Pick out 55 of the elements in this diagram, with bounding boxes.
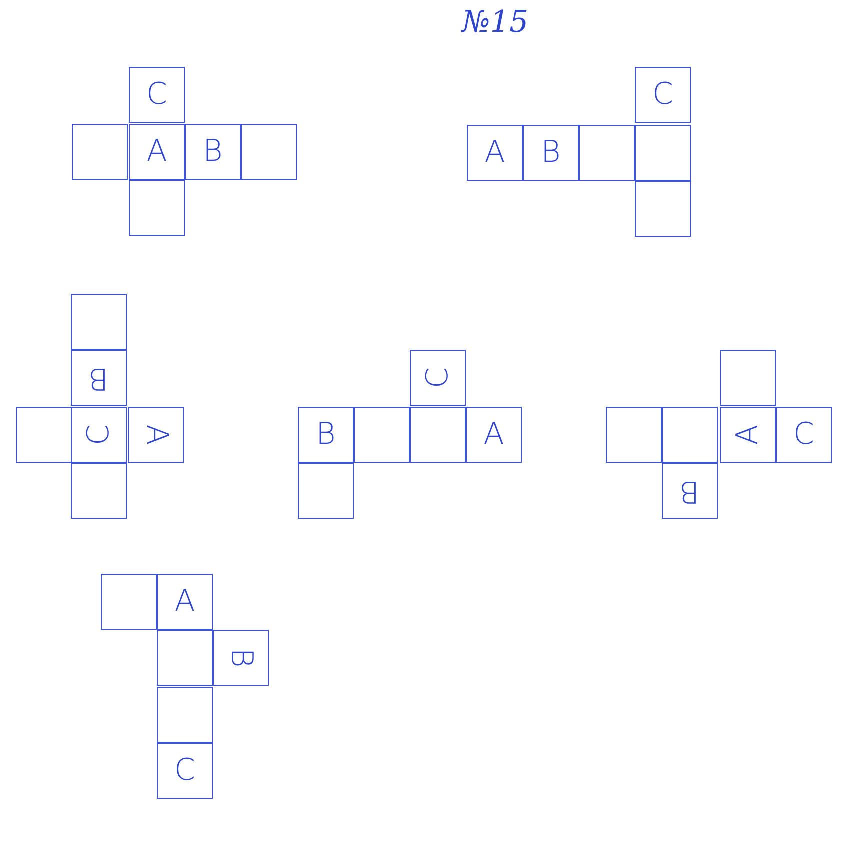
face-letter: C bbox=[794, 420, 814, 450]
net-square bbox=[241, 124, 297, 180]
face-letter: B bbox=[226, 648, 256, 668]
net-square bbox=[129, 67, 185, 123]
net-square bbox=[579, 125, 635, 181]
net-square bbox=[71, 463, 127, 519]
face-letter: B bbox=[541, 138, 561, 168]
face-letter: B bbox=[203, 137, 223, 167]
face-letter: A bbox=[484, 420, 504, 450]
net-square bbox=[662, 463, 718, 519]
net-square bbox=[466, 407, 522, 463]
net-square bbox=[71, 407, 127, 463]
face-letter: A bbox=[141, 424, 171, 446]
face-letter: C bbox=[423, 368, 453, 388]
face-letter: C bbox=[146, 80, 168, 110]
face-letter: A bbox=[146, 137, 168, 167]
net-square bbox=[298, 463, 354, 519]
net-square bbox=[662, 407, 718, 463]
net-square bbox=[71, 294, 127, 350]
net-square bbox=[157, 743, 213, 799]
net-square bbox=[776, 407, 832, 463]
face-letter: B bbox=[316, 420, 336, 450]
face-letter: A bbox=[484, 138, 506, 168]
face-letter: C bbox=[174, 756, 196, 786]
net-square bbox=[298, 407, 354, 463]
net-square bbox=[523, 125, 579, 181]
net-square bbox=[129, 124, 185, 180]
net-square bbox=[101, 574, 157, 630]
net-square bbox=[16, 407, 72, 463]
face-letter: B bbox=[89, 363, 109, 393]
net-square bbox=[157, 630, 213, 686]
net-square bbox=[72, 124, 128, 180]
net-square bbox=[410, 407, 466, 463]
net-square bbox=[720, 350, 776, 406]
net-square bbox=[157, 574, 213, 630]
net-square bbox=[185, 124, 241, 180]
net-square bbox=[354, 407, 410, 463]
net-square bbox=[635, 125, 691, 181]
face-letter: A bbox=[733, 424, 763, 446]
net-square bbox=[128, 407, 184, 463]
net-square bbox=[720, 407, 776, 463]
face-letter: C bbox=[652, 80, 674, 110]
net-square bbox=[71, 350, 127, 406]
face-letter: B bbox=[680, 476, 700, 506]
net-square bbox=[635, 67, 691, 123]
net-square bbox=[410, 350, 466, 406]
net-square bbox=[606, 407, 662, 463]
face-letter: C bbox=[84, 424, 114, 446]
net-square bbox=[467, 125, 523, 181]
net-square bbox=[129, 180, 185, 236]
net-square bbox=[635, 181, 691, 237]
face-letter: A bbox=[174, 587, 196, 617]
exercise-number: №15 bbox=[462, 6, 529, 39]
net-square bbox=[213, 630, 269, 686]
net-square bbox=[157, 687, 213, 743]
